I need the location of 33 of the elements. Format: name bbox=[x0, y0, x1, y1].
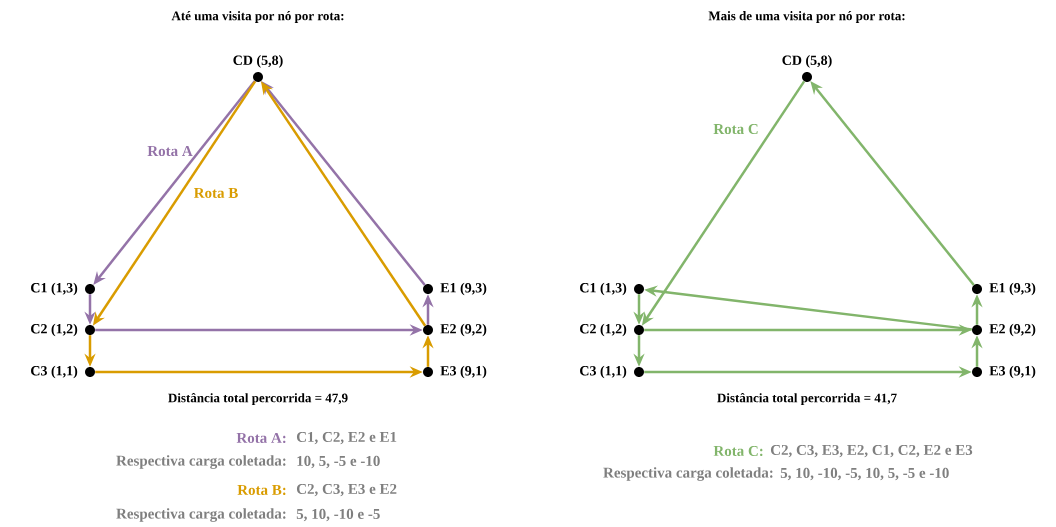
note: Rota C: bbox=[713, 445, 763, 457]
note: Distância total percorrida = 41,7 bbox=[717, 393, 897, 405]
route-label: Rota C bbox=[713, 123, 758, 135]
note: C1, C2, E2 e E1 bbox=[296, 431, 397, 445]
note: Rota B: bbox=[237, 485, 286, 496]
note: Distância total percorrida = 47,9 bbox=[168, 393, 348, 405]
note: 10, 5, -5 e -10 bbox=[297, 455, 380, 469]
point-label: C3 (1,1) bbox=[31, 365, 78, 379]
route-label: Rota A bbox=[147, 146, 193, 156]
note: Respectiva carga coletada: bbox=[116, 508, 286, 522]
point-label: E1 (9,3) bbox=[440, 282, 487, 296]
note: 5, 10, -10, -5, 10, 5, -5 e -10 bbox=[780, 467, 949, 481]
point-label: C1 (1,3) bbox=[580, 282, 627, 296]
note: Rota A: bbox=[236, 432, 286, 444]
point-label: E3 (9,1) bbox=[440, 365, 487, 379]
route-label: Rota B bbox=[193, 188, 238, 198]
point-label: C1 (1,3) bbox=[31, 282, 78, 296]
point-label: E1 (9,3) bbox=[989, 282, 1036, 296]
point-label: E3 (9,1) bbox=[989, 365, 1036, 379]
note: C2, C3, E3, E2, C1, C2, E2 e E3 bbox=[770, 444, 973, 458]
point-label: C2 (1,2) bbox=[31, 323, 78, 337]
point-label: C3 (1,1) bbox=[580, 365, 627, 379]
point-label: C2 (1,2) bbox=[580, 323, 627, 337]
heading: Até uma visita por nó por rota: bbox=[171, 11, 344, 23]
heading: Mais de uma visita por nó por rota: bbox=[708, 11, 905, 23]
note: Respectiva carga coletada: bbox=[603, 467, 773, 481]
note: C2, C3, E3 e E2 bbox=[296, 483, 397, 497]
note: Respectiva carga coletada: bbox=[116, 455, 286, 469]
point-label: CD (5,8) bbox=[782, 55, 832, 68]
point-label: E2 (9,2) bbox=[440, 323, 487, 337]
point-label: E2 (9,2) bbox=[989, 323, 1036, 337]
note: 5, 10, -10 e -5 bbox=[296, 508, 380, 522]
point-label: CD (5,8) bbox=[233, 55, 283, 68]
